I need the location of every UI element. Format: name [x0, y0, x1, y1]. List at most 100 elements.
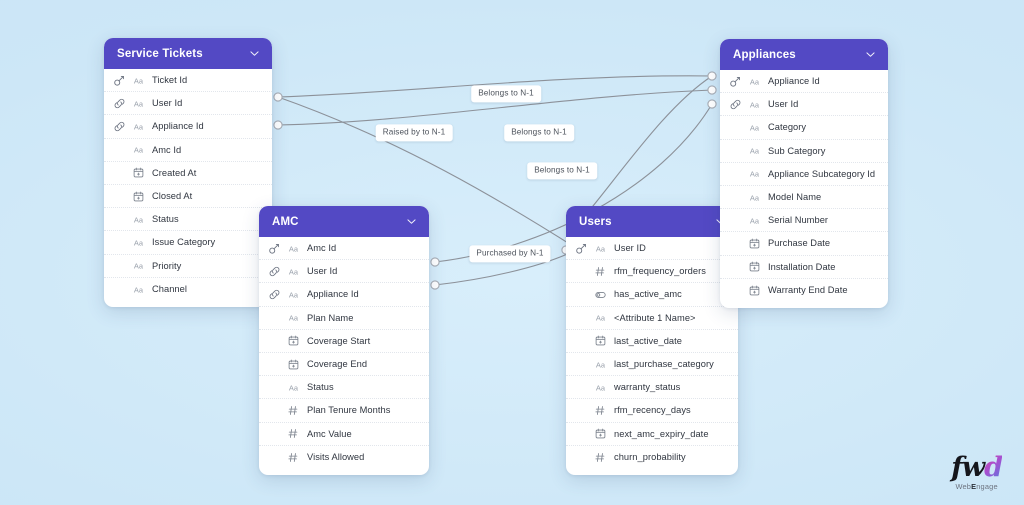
- entity-field-name: Warranty End Date: [768, 285, 848, 296]
- entity-field-row[interactable]: Created At: [104, 162, 272, 185]
- chevron-down-icon[interactable]: [248, 47, 261, 60]
- svg-text:Aa: Aa: [289, 383, 299, 392]
- entity-field-row[interactable]: Amc Value: [259, 423, 429, 446]
- relationship-label[interactable]: Raised by to N-1: [375, 124, 453, 142]
- entity-field-row[interactable]: last_active_date: [566, 330, 738, 353]
- svg-text:Aa: Aa: [750, 77, 760, 86]
- svg-text:Aa: Aa: [289, 314, 299, 323]
- text-icon: Aa: [748, 121, 761, 134]
- entity-field-name: Appliance Subcategory Id: [768, 168, 876, 179]
- entity-field-row[interactable]: Coverage End: [259, 353, 429, 377]
- connector-dot[interactable]: [430, 280, 440, 290]
- entity-header-service-tickets[interactable]: Service Tickets: [104, 38, 272, 69]
- svg-text:Aa: Aa: [134, 99, 144, 108]
- relationship-label[interactable]: Belongs to N-1: [504, 124, 574, 142]
- text-icon: Aa: [594, 242, 607, 255]
- text-icon: Aa: [748, 214, 761, 227]
- entity-field-name: last_active_date: [614, 335, 682, 346]
- entity-field-name: Amc Id: [307, 243, 337, 254]
- entity-field-name: Created At: [152, 167, 197, 178]
- entity-field-row[interactable]: Closed At: [104, 185, 272, 209]
- text-icon: Aa: [748, 191, 761, 204]
- chevron-down-icon[interactable]: [864, 48, 877, 61]
- entity-field-row[interactable]: Visits Allowed: [259, 446, 429, 469]
- entity-field-name: Closed At: [152, 191, 193, 202]
- svg-text:Aa: Aa: [596, 244, 606, 253]
- connector-dot[interactable]: [707, 85, 717, 95]
- entity-field-name: Installation Date: [768, 261, 836, 272]
- svg-text:Aa: Aa: [750, 170, 760, 179]
- chevron-down-icon[interactable]: [405, 215, 418, 228]
- connector-dot[interactable]: [430, 257, 440, 267]
- entity-field-row[interactable]: Aa<Attribute 1 Name>: [566, 307, 738, 330]
- entity-header-amc[interactable]: AMC: [259, 206, 429, 237]
- entity-field-row[interactable]: Coverage Start: [259, 330, 429, 353]
- relationship-label[interactable]: Belongs to N-1: [527, 162, 597, 180]
- connector-dot[interactable]: [273, 92, 283, 102]
- entity-field-name: Purchase Date: [768, 238, 831, 249]
- entity-field-name: Issue Category: [152, 237, 216, 248]
- entity-title: AMC: [272, 215, 299, 228]
- connector-dot[interactable]: [707, 71, 717, 81]
- entity-header-appliances[interactable]: Appliances: [720, 39, 888, 70]
- number-icon: [594, 451, 607, 464]
- entity-field-row[interactable]: Purchase Date: [720, 232, 888, 256]
- entity-field-name: User ID: [614, 243, 646, 254]
- number-icon: [287, 427, 300, 440]
- entity-title: Appliances: [733, 48, 796, 61]
- entity-header-users[interactable]: Users: [566, 206, 738, 237]
- entity-field-row[interactable]: has_active_amc: [566, 283, 738, 307]
- entity-field-row[interactable]: Warranty End Date: [720, 279, 888, 302]
- entity-field-name: User Id: [768, 99, 799, 110]
- relationship-label[interactable]: Belongs to N-1: [471, 85, 541, 103]
- entity-field-row[interactable]: Installation Date: [720, 256, 888, 279]
- connector-dot[interactable]: [273, 120, 283, 130]
- primary-key-icon: [729, 75, 742, 88]
- date-icon: [594, 334, 607, 347]
- svg-text:Aa: Aa: [596, 383, 606, 392]
- svg-text:Aa: Aa: [134, 215, 144, 224]
- entity-field-row[interactable]: rfm_frequency_orders: [566, 260, 738, 284]
- entity-field-row[interactable]: next_amc_expiry_date: [566, 423, 738, 446]
- entity-field-row[interactable]: Plan Tenure Months: [259, 399, 429, 423]
- brand-logo: fwd WebEngage: [951, 452, 1003, 491]
- text-icon: Aa: [132, 213, 145, 226]
- connector-dot[interactable]: [707, 99, 717, 109]
- logo-mark-accent: d: [984, 452, 1003, 483]
- entity-field-name: Amc Value: [307, 428, 352, 439]
- entity-field-row[interactable]: rfm_recency_days: [566, 399, 738, 423]
- primary-key-icon: [575, 242, 588, 255]
- number-icon: [594, 404, 607, 417]
- entity-field-name: Plan Tenure Months: [307, 405, 391, 416]
- text-icon: Aa: [594, 381, 607, 394]
- entity-field-row[interactable]: Aa Appliance Subcategory Id: [720, 163, 888, 186]
- entity-field-row[interactable]: Aa User ID: [566, 237, 738, 261]
- entity-field-row[interactable]: churn_probability: [566, 446, 738, 469]
- relationship-label[interactable]: Purchased by N-1: [469, 245, 551, 263]
